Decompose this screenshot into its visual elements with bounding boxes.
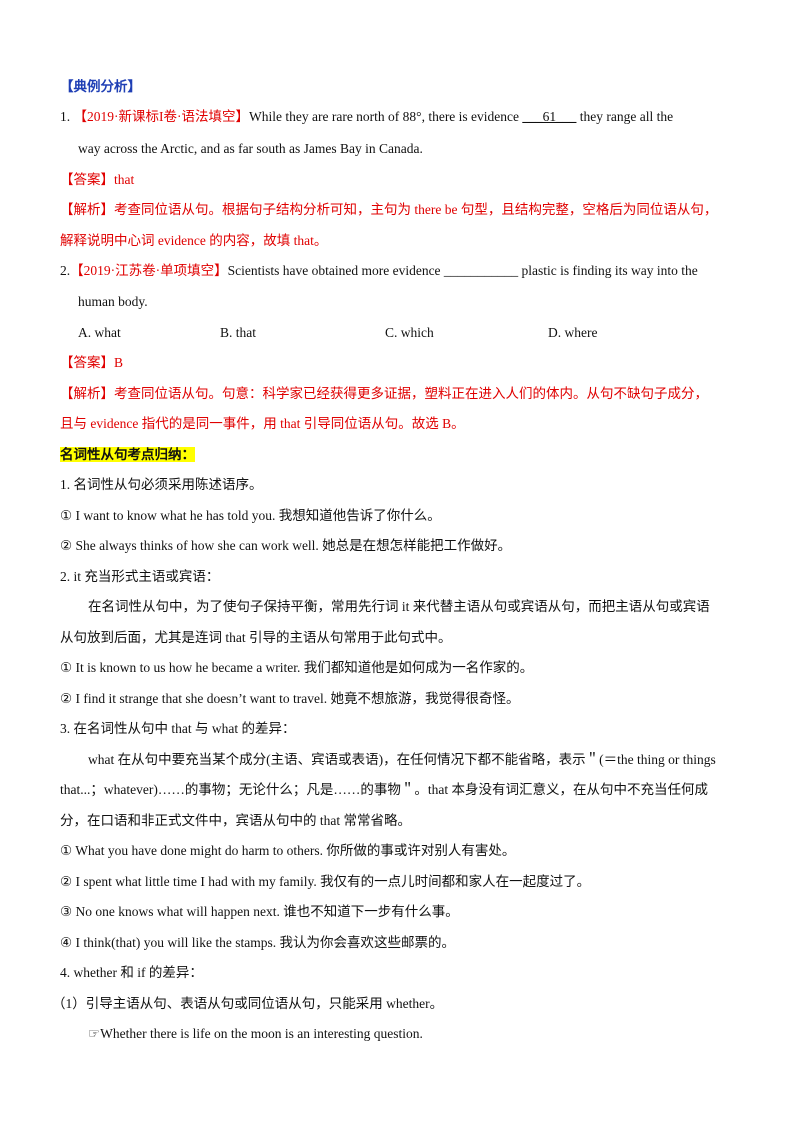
- question-2-line-2: human body.: [78, 294, 148, 309]
- question-source-tag: 【2019·新课标I卷·语法填空】: [73, 109, 250, 124]
- paragraph-line: what 在从句中要充当某个成分(主语、宾语或表语)，在任何情况下都不能省略，表…: [88, 752, 716, 767]
- example-line: ③ No one knows what will happen next. 谁也…: [60, 904, 459, 919]
- point-heading: 1. 名词性从句必须采用陈述语序。: [60, 477, 263, 492]
- question-1-line-2: way across the Arctic, and as far south …: [78, 141, 423, 156]
- example-line: ① I want to know what he has told you. 我…: [60, 508, 441, 523]
- option-d: D. where: [548, 325, 598, 340]
- answer-label: 【答案】that: [60, 172, 135, 187]
- analysis-text: 解释说明中心词 evidence 的内容，故填 that。: [60, 233, 328, 248]
- summary-title: 名词性从句考点归纳：: [60, 447, 195, 462]
- example-line: ① What you have done might do harm to ot…: [60, 843, 516, 858]
- question-text: While they are rare north of 88°, there …: [249, 109, 523, 124]
- answer-label: 【答案】B: [60, 355, 124, 370]
- question-1-line-1: 1. 【2019·新课标I卷·语法填空】While they are rare …: [60, 108, 673, 126]
- paragraph-line: 分，在口语和非正式文件中，宾语从句中的 that 常常省略。: [60, 813, 411, 828]
- example-line: ☞Whether there is life on the moon is an…: [88, 1026, 423, 1041]
- example-line: ① It is known to us how he became a writ…: [60, 660, 534, 675]
- question-text: Scientists have obtained more evidence _…: [227, 263, 698, 278]
- summary-heading: 名词性从句考点归纳：: [60, 446, 195, 464]
- option-b: B. that: [220, 325, 256, 340]
- example-line: ④ I think(that) you will like the stamps…: [60, 935, 455, 950]
- question-number: 1.: [60, 109, 71, 124]
- question-text: they range all the: [576, 109, 674, 124]
- paragraph-line: 在名词性从句中，为了使句子保持平衡，常用先行词 it 来代替主语从句或宾语从句，…: [88, 599, 710, 614]
- analysis-text: 且与 evidence 指代的是同一事件，用 that 引导同位语从句。故选 B…: [60, 416, 465, 431]
- paragraph-line: 从句放到后面，尤其是连词 that 引导的主语从句常用于此句式中。: [60, 630, 452, 645]
- sub-point: （1）引导主语从句、表语从句或同位语从句，只能采用 whether。: [52, 996, 444, 1011]
- paragraph-line: that...；whatever)……的事物；无论什么；凡是……的事物＂。tha…: [60, 782, 708, 797]
- answer-blank: ___61___: [522, 109, 577, 124]
- question-source-tag: 【2019·江苏卷·单项填空】: [70, 263, 228, 278]
- option-a: A. what: [78, 325, 121, 340]
- question-2-line-1: 2.【2019·江苏卷·单项填空】Scientists have obtaine…: [60, 262, 698, 280]
- point-heading: 4. whether 和 if 的差异：: [60, 965, 203, 980]
- section-title: 【典例分析】: [60, 79, 141, 94]
- example-line: ② I find it strange that she doesn’t wan…: [60, 691, 520, 706]
- example-line: ② I spent what little time I had with my…: [60, 874, 591, 889]
- point-heading: 2. it 充当形式主语或宾语：: [60, 569, 220, 584]
- example-line: ② She always thinks of how she can work …: [60, 538, 512, 553]
- point-heading: 3. 在名词性从句中 that 与 what 的差异：: [60, 721, 296, 736]
- analysis-text: 【解析】考查同位语从句。句意：科学家已经获得更多证据，塑料正在进入人们的体内。从…: [60, 386, 708, 401]
- analysis-text: 【解析】考查同位语从句。根据句子结构分析可知，主句为 there be 句型，且…: [60, 202, 718, 217]
- question-number: 2.: [60, 263, 71, 278]
- option-c: C. which: [385, 325, 434, 340]
